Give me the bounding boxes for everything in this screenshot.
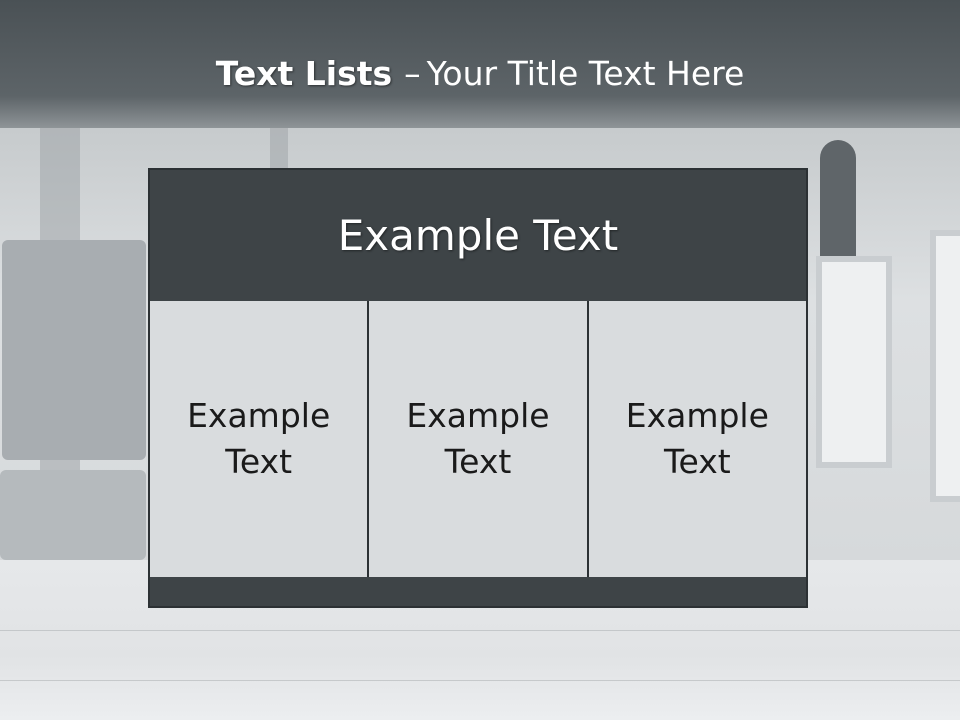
title-rest-text: Your Title Text Here [426,54,745,93]
background-seat [2,240,146,460]
background-window [930,230,960,502]
background-seat [0,470,146,560]
title-band: Text Lists–Your Title Text Here [0,0,960,128]
title-separator: – [404,54,421,93]
panel-cell-1: Example Text [150,301,370,577]
panel-cell-2: Example Text [369,301,589,577]
text-list-panel: Example Text Example Text Example Text E… [148,168,808,608]
panel-cell-3: Example Text [588,301,806,577]
floor-line [0,680,960,681]
floor-line [0,630,960,631]
title-bold-text: Text Lists [215,54,393,93]
background-window [816,256,892,468]
panel-cells: Example Text Example Text Example Text [150,301,806,577]
panel-footer-bar [150,578,806,606]
slide-title: Text Lists–Your Title Text Here [0,52,960,96]
panel-header-text: Example Text [337,210,619,260]
